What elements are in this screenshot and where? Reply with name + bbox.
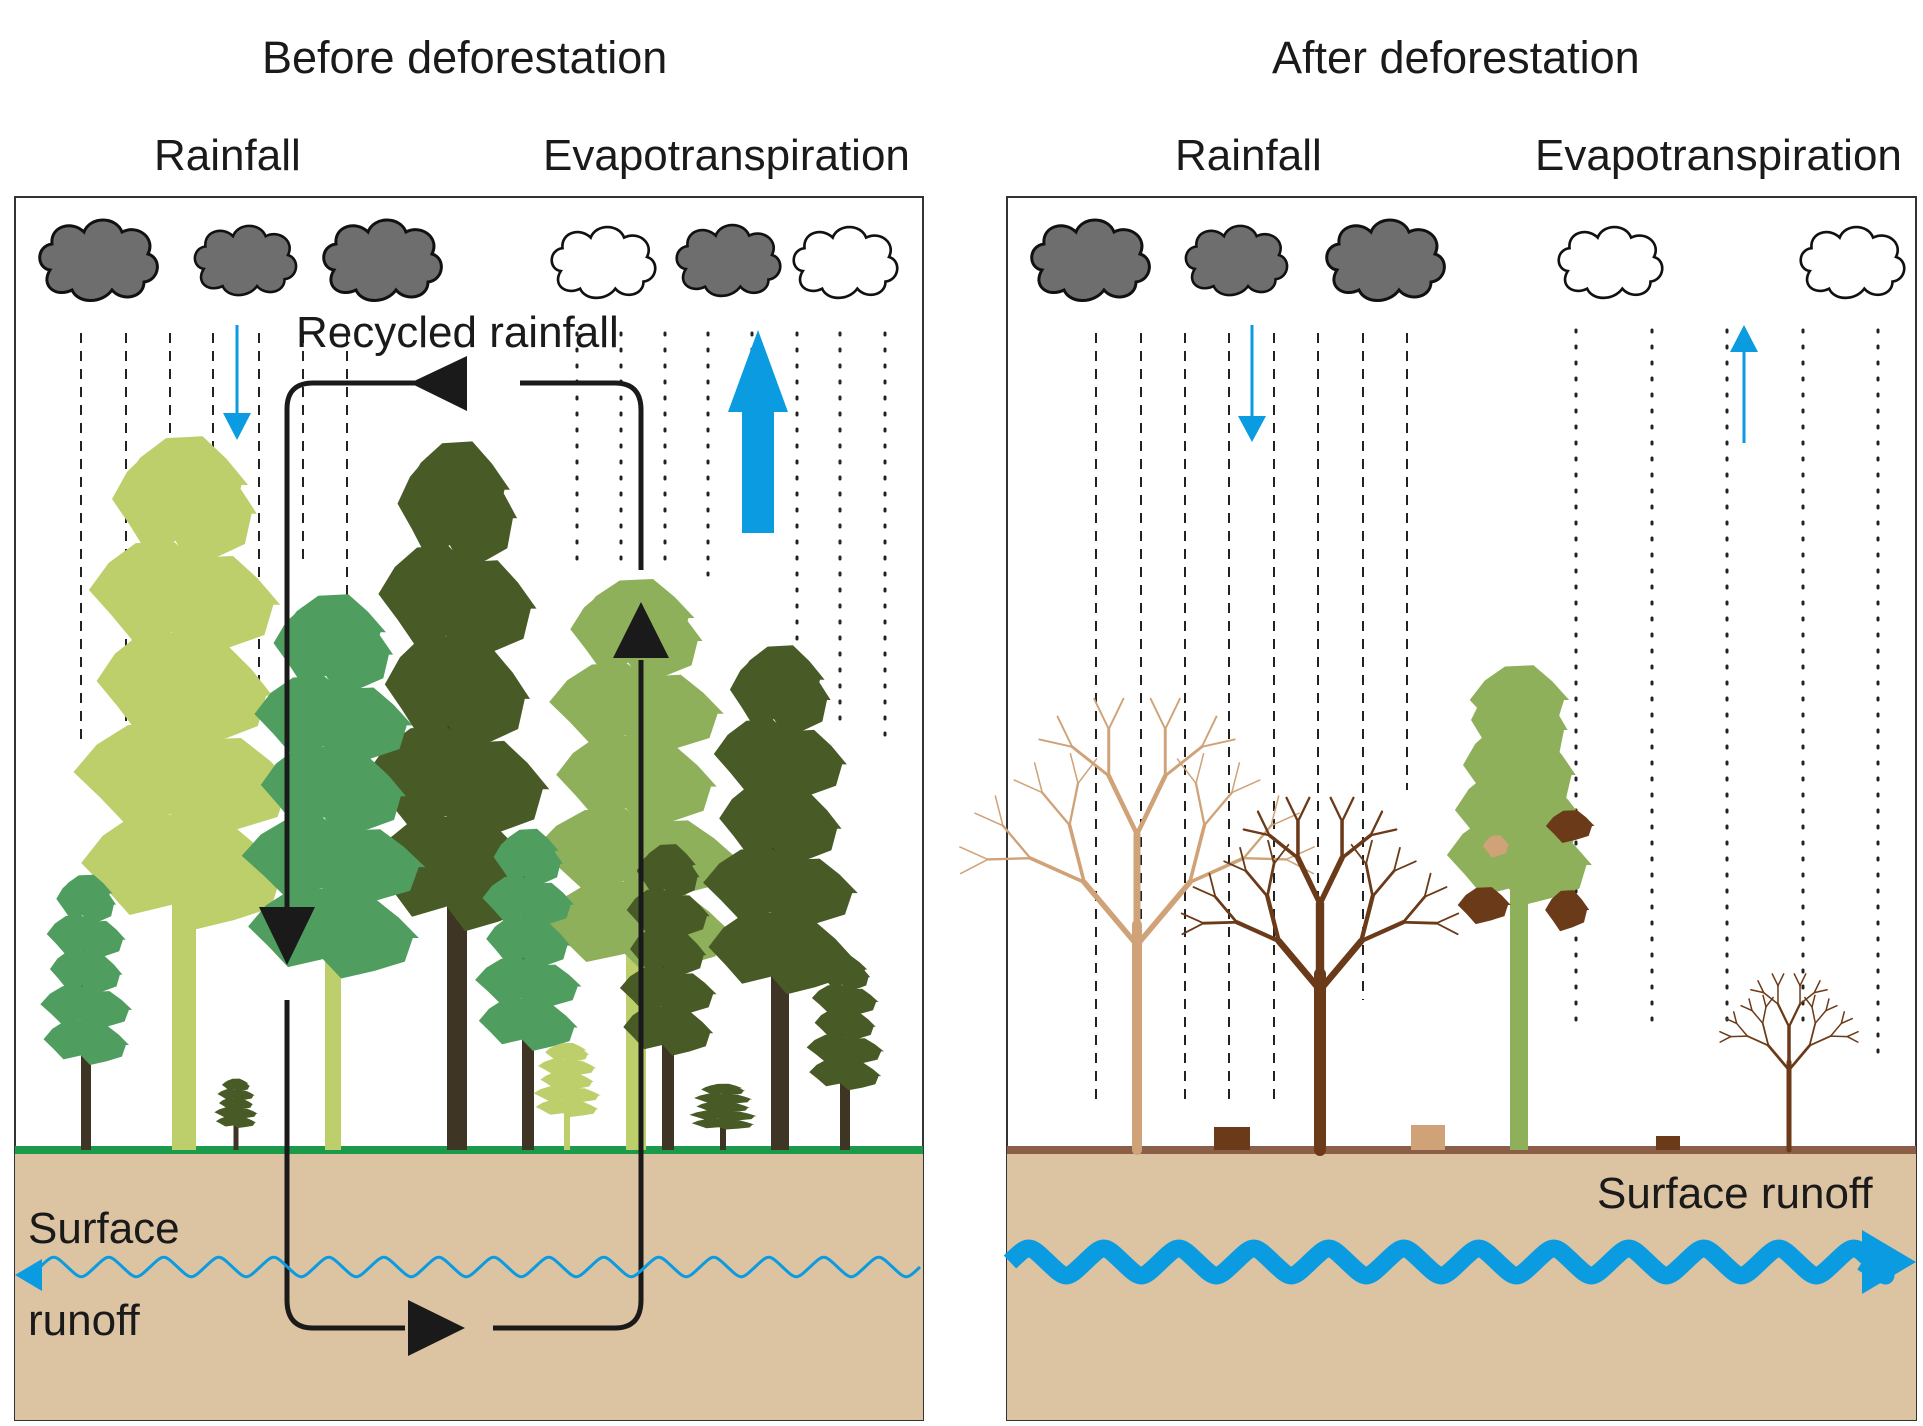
evapotranspiration-arrow-icon [1730, 325, 1758, 443]
tree-small-dark [619, 844, 717, 1150]
runoff-label-line2: runoff [28, 1296, 140, 1345]
panel-after-runoff-label: Surface runoff [1597, 1169, 1873, 1218]
cloud-white-icon [1557, 225, 1664, 300]
dead-sapling-brown [1719, 973, 1859, 1153]
sapling-dark [214, 1078, 258, 1150]
tree-small-far-right [806, 956, 884, 1150]
recycled-rainfall-loop [284, 380, 644, 1331]
stump-brown [1214, 1127, 1250, 1150]
tree-small-left [40, 874, 133, 1150]
cloud-dark-icon [1184, 224, 1289, 297]
loop-arrowhead-icon [259, 356, 669, 1356]
panel-before-soil [15, 1150, 923, 1420]
deforested-trees [959, 665, 1859, 1156]
cloud-white-icon [792, 225, 899, 300]
dead-tree-tan [959, 697, 1315, 1155]
evapotranspiration-arrow-icon [728, 330, 788, 533]
panel-before [14, 196, 924, 1421]
cloud-dark-icon [193, 224, 298, 297]
tree-green-mid [241, 594, 426, 1150]
stump-tan [1411, 1125, 1445, 1150]
runoff-arrow-right-icon [1862, 1230, 1916, 1294]
panel-after-evapo-label: Evapotranspiration [1535, 131, 1902, 180]
runoff-arrow-left-icon [15, 1259, 42, 1291]
panel-before-title: Before deforestation [262, 32, 668, 83]
cloud-white-icon [1799, 225, 1906, 300]
panel-before-rainfall-label: Rainfall [154, 131, 301, 180]
panel-before-runoff-label: Surface runoff [28, 1160, 180, 1344]
runoff-label-line1: Surface [28, 1204, 180, 1253]
forest-trees [40, 436, 884, 1150]
cloud-dark-icon [675, 223, 782, 298]
tree-light-tall [73, 436, 296, 1150]
runoff-wave-before [38, 1255, 922, 1279]
cloud-dark-icon [322, 218, 443, 302]
cloud-dark-icon [38, 218, 159, 302]
cloud-dark-icon [1030, 218, 1151, 302]
cloud-dark-icon [1325, 218, 1446, 302]
rainfall-arrow-icon [1238, 325, 1266, 442]
panel-after-title: After deforestation [1272, 32, 1640, 83]
surviving-tree [1446, 665, 1595, 1150]
panel-before-evapo-label: Evapotranspiration [543, 131, 910, 180]
panel-after [959, 196, 1917, 1421]
tree-dark-right [703, 645, 858, 1150]
panel-after-soil [1007, 1150, 1916, 1420]
sapling-light [533, 1042, 601, 1150]
panel-after-rainfall-label: Rainfall [1175, 131, 1322, 180]
dead-tree-brown [1180, 796, 1460, 1156]
sapling-dark-right [689, 1083, 757, 1150]
recycled-rainfall-label: Recycled rainfall [296, 308, 619, 357]
cloud-white-icon [550, 225, 657, 300]
rainfall-arrow-icon [223, 325, 251, 440]
stump-small [1656, 1136, 1680, 1150]
evapo-dots-after [1574, 328, 1880, 1062]
runoff-wave-after [1003, 1239, 1895, 1285]
tree-small-green [475, 828, 582, 1150]
